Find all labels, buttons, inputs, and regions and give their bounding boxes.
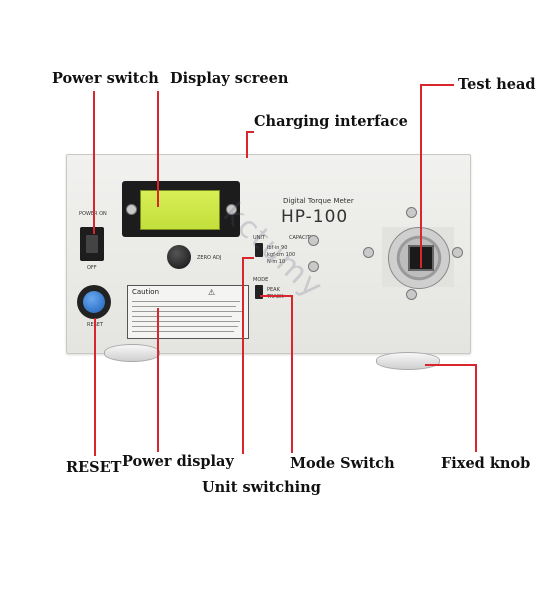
panel-screw (308, 261, 319, 272)
capacity-row: kgf·cm 100 (267, 252, 296, 258)
caution-panel: Caution ⚠ (127, 285, 249, 339)
caution-title: Caution (132, 288, 160, 296)
mode-switch[interactable] (255, 285, 263, 299)
caution-text-line (132, 311, 242, 312)
fixed-knob-foot (376, 352, 440, 370)
leader-unit-switching (242, 257, 244, 454)
head-screw (452, 247, 463, 258)
capacity-row: N·m 10 (267, 259, 286, 265)
label-reset: RESET (66, 459, 122, 476)
leader-test-head-v (420, 84, 422, 268)
leader-display-screen (157, 91, 159, 207)
power-switch[interactable] (80, 227, 104, 261)
capacity-label: CAPACITY (289, 235, 314, 241)
leader-power-display (157, 308, 159, 452)
reset-button[interactable] (77, 285, 111, 319)
label-display-screen: Display screen (170, 70, 289, 87)
label-mode-switch: Mode Switch (290, 455, 395, 472)
leader-fixed-knob-h (425, 364, 477, 366)
capacity-row: lbf·in 90 (267, 245, 288, 251)
off-label: OFF (87, 265, 97, 271)
zero-adj-label: ZERO ADJ (197, 255, 222, 261)
leader-test-head-h (420, 84, 454, 86)
leader-mode-switch-tip (260, 295, 293, 297)
warning-icon: ⚠ (208, 288, 216, 297)
caution-text-line (132, 321, 240, 322)
torque-meter-front-panel: POWER ON OFF RESET ZERO ADJ Caution ⚠ Di… (66, 154, 471, 354)
bezel-screw (126, 204, 137, 215)
power-rocker (86, 235, 98, 253)
panel-screw (308, 235, 319, 246)
bezel-screw (226, 204, 237, 215)
caution-text-line (132, 331, 234, 332)
head-screw (406, 289, 417, 300)
unit-switch[interactable] (255, 243, 263, 257)
label-power-switch: Power switch (52, 70, 159, 87)
track-label: TRACK (267, 294, 284, 300)
model-name: HP-100 (281, 207, 349, 227)
caution-text-line (132, 316, 232, 317)
caution-text-line (132, 326, 238, 327)
leader-fixed-knob-v (475, 364, 477, 452)
reset-button-cap (83, 291, 105, 313)
head-screw (406, 207, 417, 218)
leader-reset (94, 318, 96, 456)
label-power-display: Power display (122, 453, 234, 470)
label-fixed-knob: Fixed knob (441, 455, 531, 472)
unit-label: UNIT (253, 235, 265, 241)
label-charging-interface: Charging interface (254, 113, 408, 130)
leader-charging-interface-tip (246, 131, 254, 133)
zero-adjust-knob[interactable] (167, 245, 191, 269)
leader-power-switch (93, 91, 95, 234)
display-bezel (122, 181, 240, 237)
brand-line: Digital Torque Meter (283, 197, 354, 205)
power-on-label: POWER ON (79, 211, 107, 217)
mode-label: MODE (253, 277, 269, 283)
leader-unit-switching-tip (242, 257, 254, 259)
label-test-head: Test head (458, 76, 536, 93)
leader-mode-switch (291, 295, 293, 453)
caution-text-line (132, 301, 240, 302)
peak-label: PEAK (267, 287, 280, 293)
lcd-screen (140, 190, 220, 230)
left-foot (104, 344, 160, 362)
label-unit-switching: Unit switching (202, 479, 321, 496)
head-screw (363, 247, 374, 258)
leader-charging-interface (246, 131, 248, 158)
caution-text-line (132, 306, 236, 307)
